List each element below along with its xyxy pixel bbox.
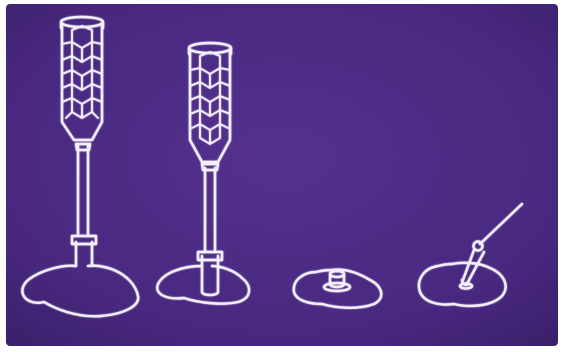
- line-drawing: [6, 4, 558, 346]
- slide-photo: [6, 4, 558, 346]
